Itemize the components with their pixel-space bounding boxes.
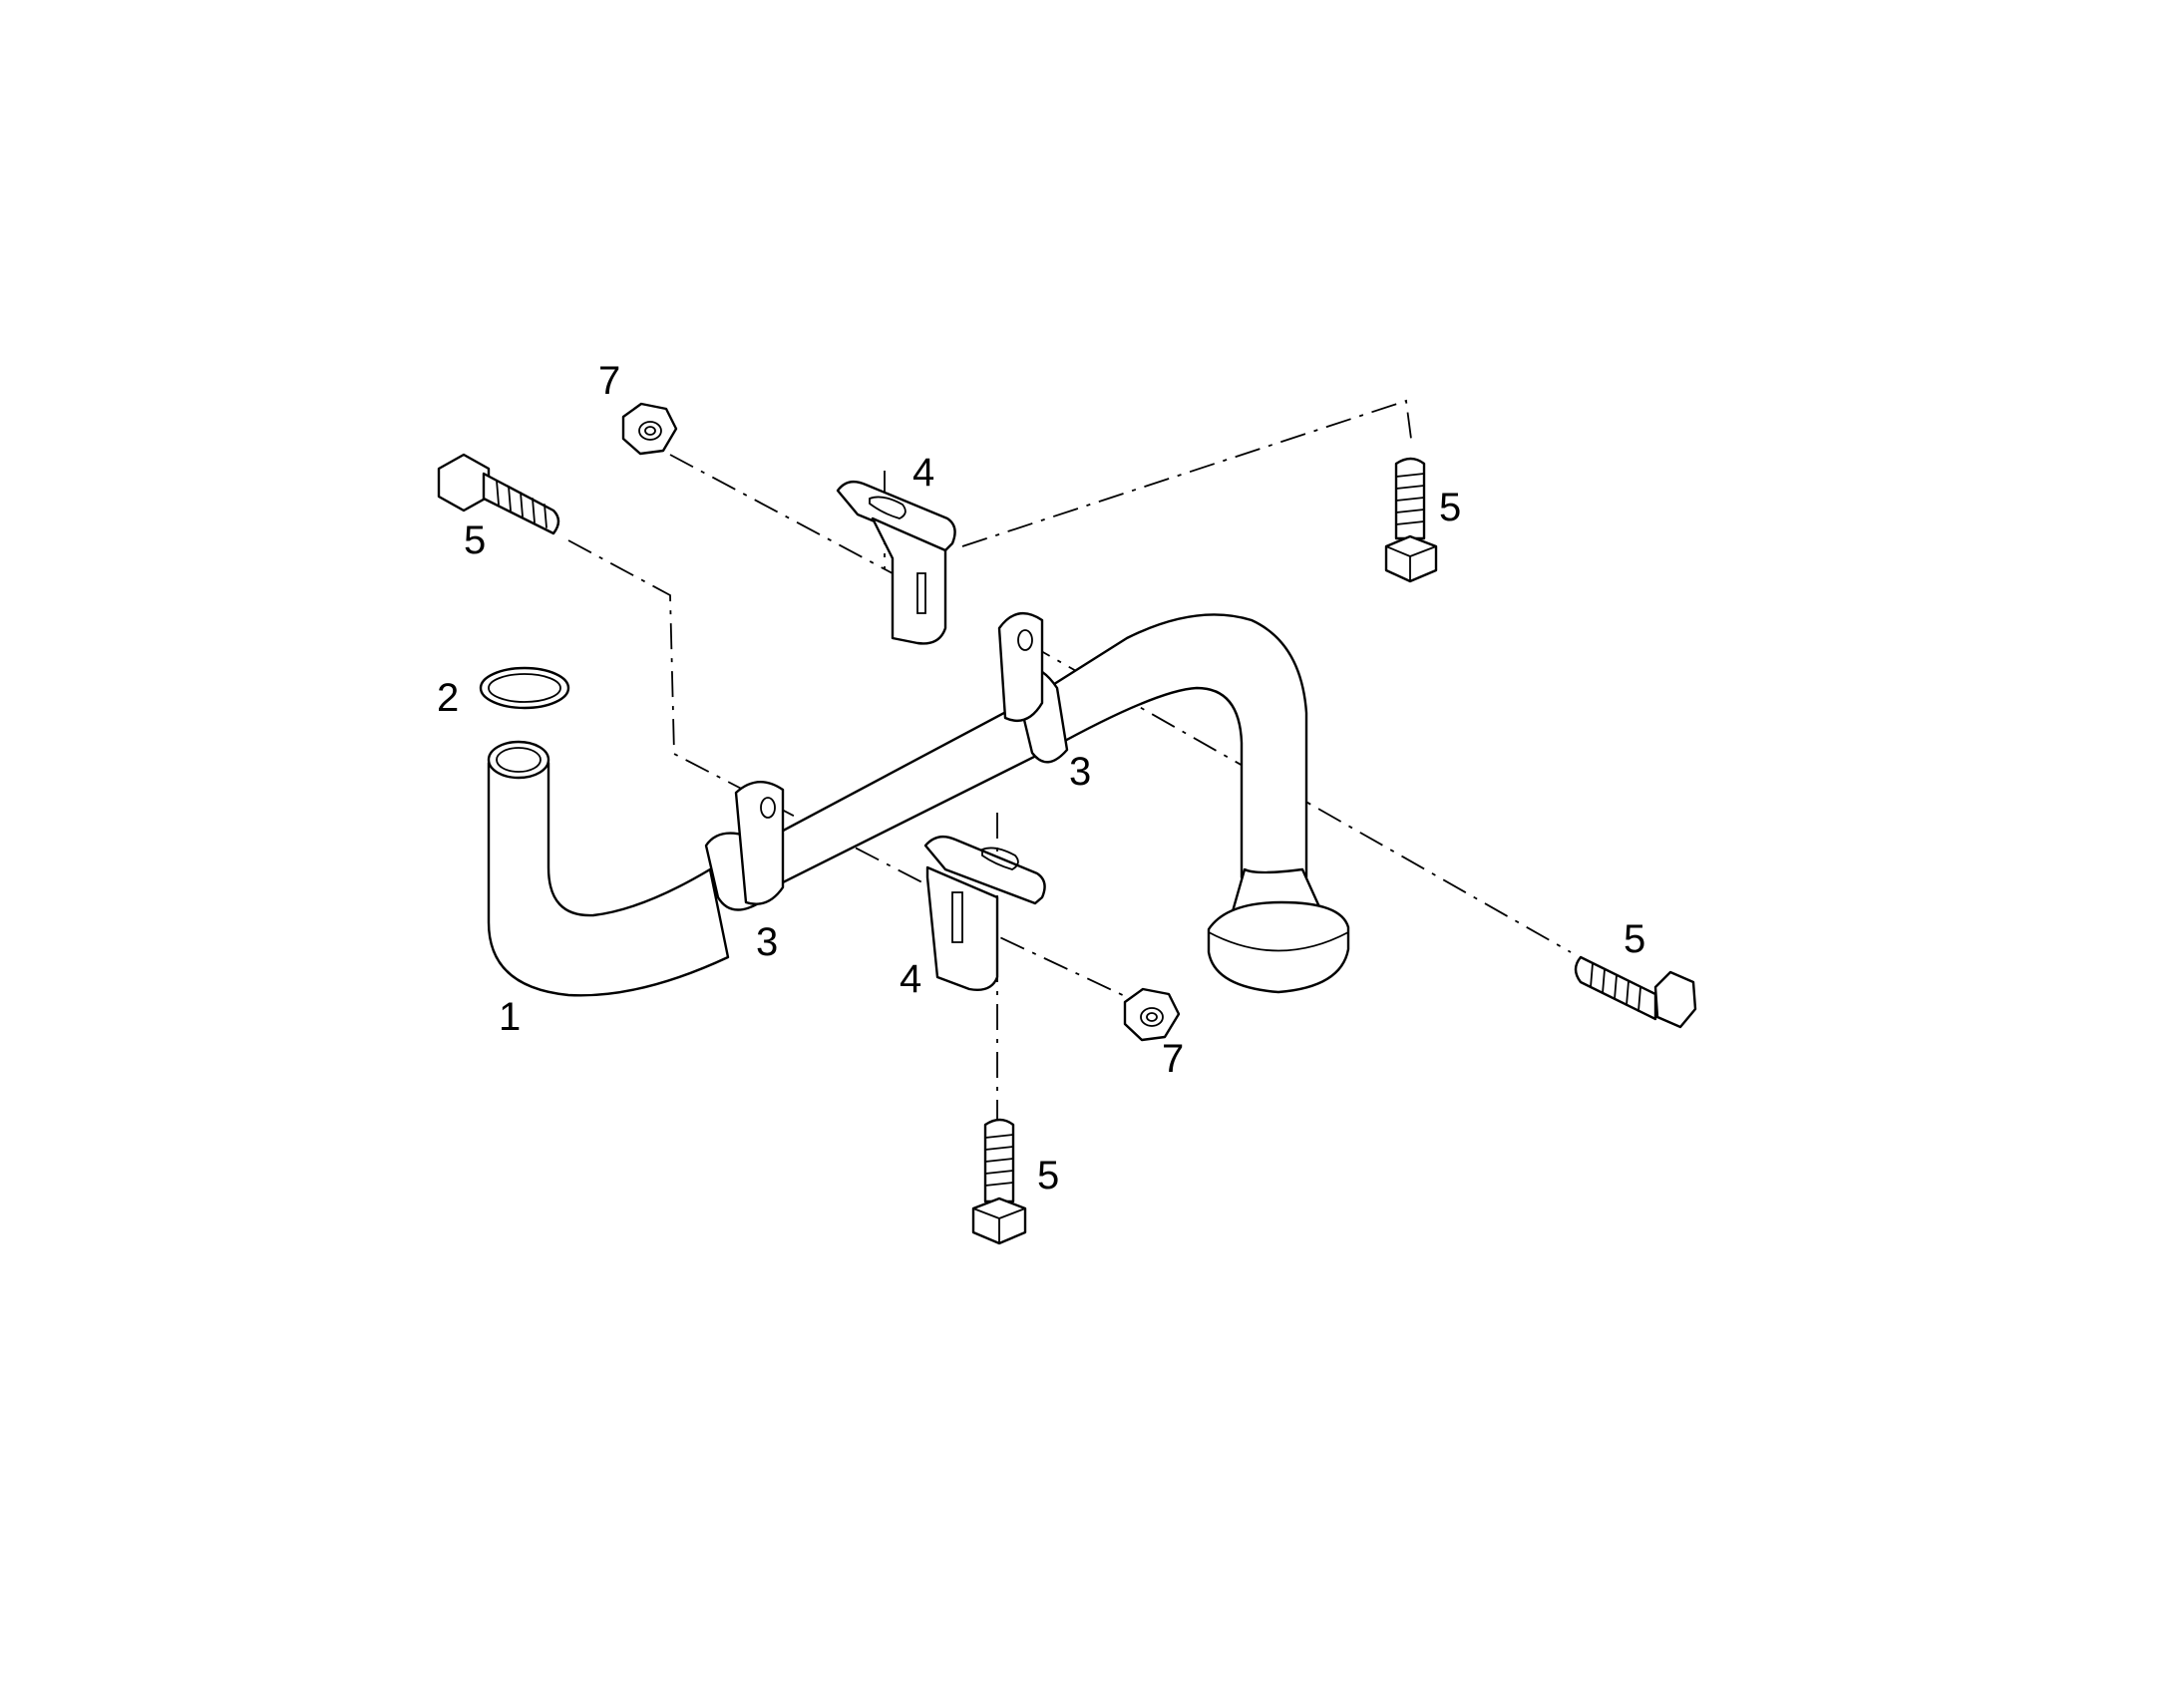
leader-bracket-bottom-nut (956, 916, 1128, 998)
callout-5-bottom: 5 (1037, 1154, 1059, 1197)
leader-bolt-left (567, 539, 942, 893)
callout-1: 1 (499, 995, 521, 1039)
bracket-bottom (923, 835, 1046, 991)
callout-5-top-right: 5 (1439, 486, 1461, 529)
leader-nut-top (669, 454, 936, 597)
pipe-left-bend (487, 761, 730, 997)
bolt-right-horizontal (1574, 955, 1697, 1029)
clamp-left (704, 781, 785, 911)
callout-4-top: 4 (912, 451, 934, 495)
bolt-top-right-vertical (1384, 457, 1438, 583)
pipe-foot-base-edge (1208, 931, 1349, 952)
clamp-right (997, 611, 1069, 764)
callout-5-right: 5 (1624, 917, 1645, 961)
pipe-inlet-inner (496, 747, 542, 773)
callout-4-bottom: 4 (900, 957, 921, 1001)
pipe-right-bend (1030, 613, 1308, 879)
pipe-assembly (487, 613, 1350, 997)
callout-7-bottom: 7 (1162, 1037, 1184, 1081)
nut-top (621, 402, 678, 456)
callout-labels: 1 2 3 3 4 4 5 5 5 5 7 7 (437, 359, 1645, 1197)
pipe-foot-base (1207, 900, 1350, 994)
callout-7-top: 7 (598, 359, 620, 403)
callout-5-left: 5 (464, 518, 486, 562)
leader-top-right (961, 399, 1412, 547)
bracket-top (836, 480, 956, 645)
callout-3-right: 3 (1069, 750, 1091, 794)
nut-bottom (1123, 987, 1181, 1042)
callout-2: 2 (437, 676, 459, 720)
bolt-bottom-vertical (971, 1118, 1027, 1245)
callout-3-left: 3 (756, 920, 778, 964)
o-ring (479, 666, 570, 710)
bolt-left-horizontal (437, 453, 560, 535)
